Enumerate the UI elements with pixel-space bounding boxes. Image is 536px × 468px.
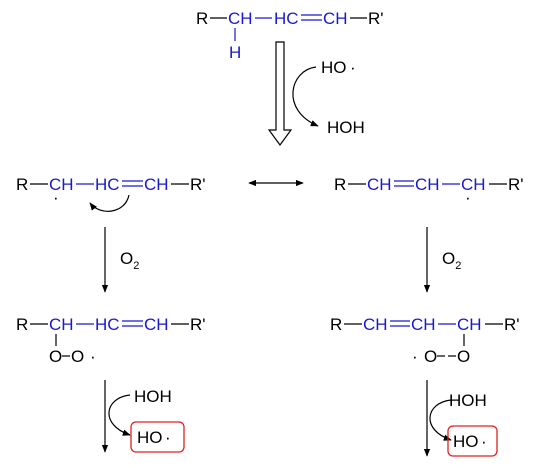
- curved-arrow: [89, 194, 130, 212]
- lp-dot: ·: [90, 347, 96, 366]
- o2-right: O2: [442, 249, 461, 272]
- right-r: R: [334, 175, 346, 194]
- left-dot: ·: [53, 188, 59, 207]
- start-ch2: CH: [323, 9, 348, 28]
- right-peroxy: R CH CH CH R' · O O: [330, 315, 520, 366]
- right-dot: ·: [465, 188, 471, 207]
- rp-rp: R': [504, 315, 520, 334]
- final-left-dot: ·: [165, 428, 171, 447]
- curved-arrow: [108, 394, 131, 436]
- product-box: [130, 421, 185, 453]
- right-ch2: CH: [415, 175, 440, 194]
- right-radical: R CH CH CH · R': [334, 175, 524, 207]
- left-hc: HC: [95, 175, 120, 194]
- rp-o2: O: [457, 347, 470, 366]
- o2-left: O2: [120, 249, 139, 272]
- lp-hc: HC: [95, 315, 120, 334]
- final-right-dot: ·: [481, 432, 487, 451]
- left-r: R: [16, 175, 28, 194]
- rp-ch2: CH: [411, 315, 436, 334]
- rp-o1: O: [424, 347, 437, 366]
- start-rp: R': [368, 9, 384, 28]
- product-box: [447, 425, 498, 457]
- lp-ch2: CH: [144, 315, 169, 334]
- left-ch2: CH: [144, 175, 169, 194]
- hollow-arrow: [267, 41, 293, 147]
- lp-o2: O: [71, 347, 84, 366]
- final-left-hoh: HOH: [134, 387, 172, 406]
- rp-dot: ·: [412, 347, 418, 366]
- curved-arrow: [429, 399, 452, 441]
- product-hoh: HOH: [327, 118, 365, 137]
- left-peroxy: R CH O O · HC CH R': [16, 315, 206, 366]
- start-ch: CH: [228, 9, 253, 28]
- rp-ch1: CH: [363, 315, 388, 334]
- final-left-ho: HO: [137, 428, 163, 447]
- start-molecule: R CH H HC CH R': [196, 9, 384, 62]
- left-rp: R': [190, 175, 206, 194]
- lp-ch: CH: [49, 315, 74, 334]
- left-radical: R CH · HC CH R': [16, 175, 206, 212]
- radical-dot: ·: [350, 58, 356, 77]
- start-r: R: [196, 9, 208, 28]
- curved-arrow: [292, 66, 319, 127]
- start-h: H: [229, 43, 241, 62]
- lp-rp: R': [190, 315, 206, 334]
- final-right-hoh: HOH: [449, 391, 487, 410]
- final-right-ho: HO: [453, 432, 479, 451]
- rp-r: R: [330, 315, 342, 334]
- right-ch3: CH: [461, 175, 486, 194]
- rp-ch3: CH: [457, 315, 482, 334]
- left-ch: CH: [49, 175, 74, 194]
- right-rp: R': [508, 175, 524, 194]
- lp-o1: O: [49, 347, 62, 366]
- reagent-ho: HO: [321, 58, 347, 77]
- right-ch1: CH: [367, 175, 392, 194]
- start-hc: HC: [274, 9, 299, 28]
- lp-r: R: [16, 315, 28, 334]
